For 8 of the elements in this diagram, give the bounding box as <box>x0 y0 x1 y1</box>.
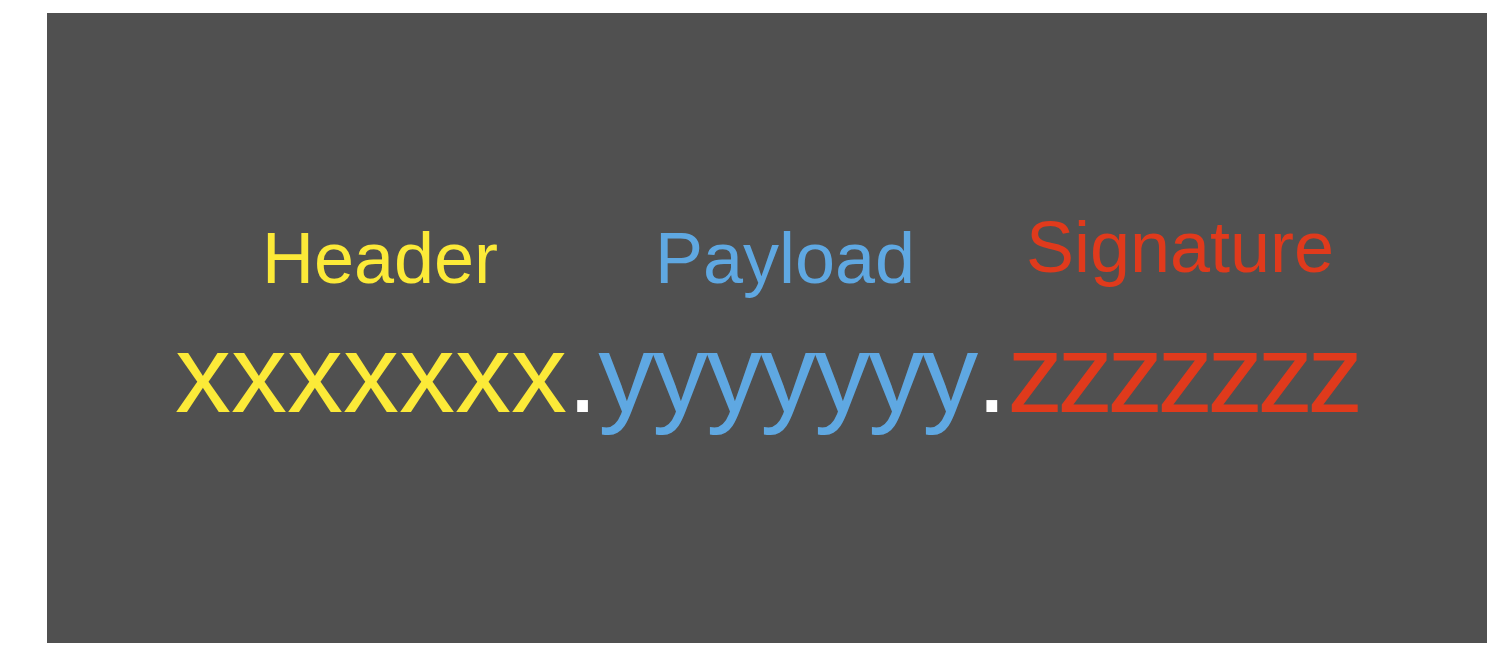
header-label: Header <box>261 217 499 300</box>
payload-label: Payload <box>654 217 916 300</box>
dot-separator: . <box>567 310 599 438</box>
dot-separator: . <box>976 310 1008 438</box>
payload-segment-text: yyyyyyy <box>598 310 977 438</box>
signature-segment-text: zzzzzzz <box>1007 310 1358 438</box>
signature-label: Signature <box>1025 206 1335 289</box>
header-segment-text: xxxxxxx <box>175 310 567 438</box>
